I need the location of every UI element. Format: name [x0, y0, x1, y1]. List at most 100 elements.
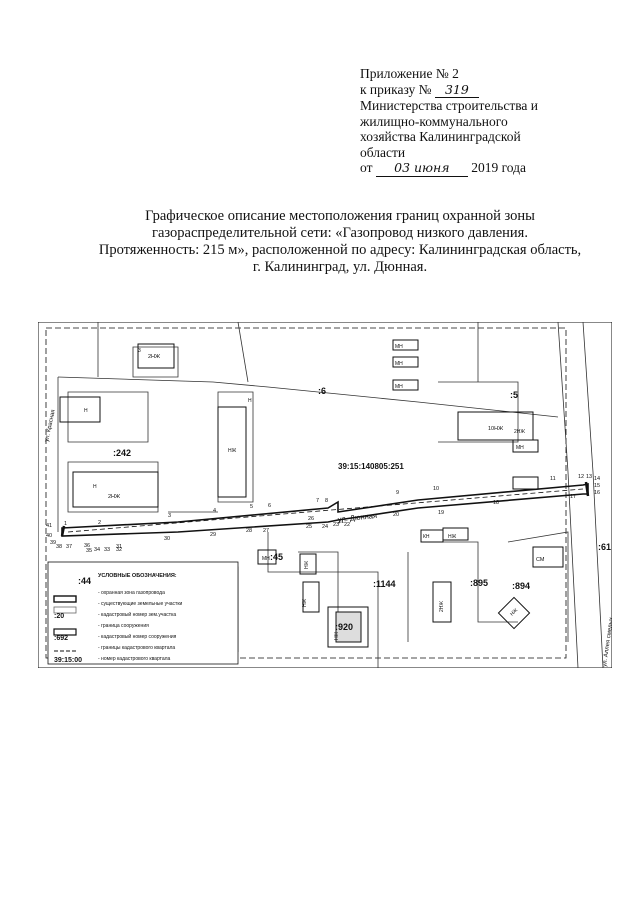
gas-pipeline	[67, 488, 584, 533]
street-right-label: ул. Аллея смелых	[602, 617, 612, 667]
boundary-point-number: 36	[84, 543, 90, 549]
parcel-number: :242	[113, 448, 131, 458]
boundary-point-number: 16	[594, 490, 600, 496]
building-label: НЖ	[509, 607, 519, 617]
building	[392, 356, 419, 368]
ministry-line-1: Министерства строительства и	[360, 98, 539, 113]
legend-sample-label: :20	[54, 613, 64, 620]
title-line-4: г. Калининград, ул. Дюнная.	[252, 259, 428, 275]
boundary-point-number: 22	[344, 522, 350, 528]
building-label: КН	[423, 534, 430, 540]
parcel-number: :61	[598, 542, 611, 552]
legend-sample-label: 39:15:00	[54, 657, 82, 664]
title-line-2: газораспределительной сети: «Газопровод …	[152, 225, 528, 241]
boundary-point-number: 39	[50, 540, 56, 546]
boundary-point-number: 33	[104, 547, 110, 553]
building-label: Н	[248, 398, 252, 404]
building-structure	[335, 611, 362, 643]
boundary-point-number: 29	[210, 532, 216, 538]
boundary-point-number: 2	[98, 520, 101, 526]
building-label: НЖ	[448, 534, 457, 540]
ministry-line-4: области	[360, 144, 406, 160]
building	[532, 546, 564, 568]
boundary-point-number: 40	[46, 533, 52, 539]
boundary-point-number: 3	[168, 513, 171, 519]
building	[457, 411, 534, 441]
building	[392, 379, 419, 391]
boundary-point-number: 41	[46, 523, 52, 529]
legend-sample-zone	[53, 595, 77, 603]
building	[497, 596, 531, 630]
building	[442, 527, 469, 541]
building-label: Н	[93, 484, 97, 490]
building	[72, 471, 159, 508]
boundary-point-number: 24	[322, 524, 328, 530]
boundary-point-number: 14	[594, 476, 600, 482]
boundary-point-number: 17	[570, 494, 576, 500]
boundary-point-number: 6	[268, 503, 271, 509]
building	[59, 396, 101, 423]
boundary-point-number: 28	[246, 528, 252, 534]
parcel-number: :1144	[373, 579, 396, 589]
building-label: НЖ	[304, 560, 310, 569]
building	[432, 581, 452, 623]
legend-item-label: - граница сооружения	[98, 623, 149, 629]
building-label: 2НЖ	[514, 429, 525, 435]
appendix-header: Приложение № 2 к приказу № 319 Министерс…	[360, 66, 630, 177]
boundary-point-number: 26	[308, 516, 314, 522]
legend-item-label: - границы кадастрового квартала	[98, 645, 175, 651]
boundary-point-number: 10	[433, 486, 439, 492]
date-handwritten: 03 июня	[375, 160, 468, 177]
buildings	[59, 339, 564, 648]
boundary-point-number: 32	[116, 547, 122, 553]
building-label: СМ	[536, 557, 545, 563]
building-label: 2НЖ	[148, 354, 160, 360]
legend-item-label: - кадастровый номер сооружения	[98, 633, 177, 640]
legend-samples	[53, 595, 77, 652]
legend-item-label: - существующие земельные участки	[98, 601, 183, 607]
boundary-point-number: 8	[325, 498, 328, 504]
parcel-number: :894	[512, 581, 530, 591]
cadastral-block-label: 39:15:140805:251	[338, 462, 404, 471]
legend-item-label: - кадастровый номер зем.участка	[98, 611, 176, 618]
boundary-point-number: 5	[250, 504, 253, 510]
boundary-point-number: 1	[64, 521, 67, 527]
title-line-1: Графическое описание местоположения гран…	[145, 208, 535, 224]
ministry-line-3: хозяйства Калининградской	[360, 129, 521, 144]
parcel-number: :6	[318, 386, 326, 396]
building-label: НЖ	[228, 448, 237, 454]
building	[512, 476, 539, 490]
ministry-line-2: жилищно-коммунального	[360, 113, 508, 129]
building	[217, 406, 247, 498]
legend-item-label: - номер кадастрового квартала	[98, 656, 171, 662]
building	[512, 439, 539, 453]
building	[299, 553, 317, 575]
document-title: Графическое описание местоположения гран…	[60, 208, 620, 276]
building-label: НЖ	[334, 631, 340, 640]
order-prefix: к приказу №	[360, 81, 432, 97]
boundary-point-number: 20	[393, 512, 399, 518]
legend-item-label: - охранная зона газопровода	[98, 590, 165, 596]
boundary-point-number: 27	[263, 528, 269, 534]
boundary-point-number: 12	[578, 474, 584, 480]
legend-sample-parcel	[53, 606, 77, 614]
parcel-number: :45	[270, 552, 283, 562]
zone-end-right	[584, 481, 590, 497]
parcel-number: :44	[78, 576, 91, 586]
date-prefix: от	[360, 160, 373, 175]
block-boundary	[45, 327, 567, 659]
legend-texts: УСЛОВНЫЕ ОБОЗНАЧЕНИЯ:- охранная зона газ…	[54, 573, 183, 664]
building	[302, 581, 320, 613]
boundary-point-number: 37	[66, 544, 72, 550]
order-line: к приказу № 319	[360, 81, 630, 98]
building-label: 3	[138, 348, 141, 354]
building-label: МН	[395, 361, 403, 367]
building	[257, 549, 277, 565]
street-label: ул. Дюнная	[337, 511, 377, 524]
building-label: МН	[516, 445, 524, 451]
boundary-point-number: 9	[396, 490, 399, 496]
parcel-boundaries	[57, 322, 604, 668]
legend-sample-structure	[53, 628, 77, 636]
